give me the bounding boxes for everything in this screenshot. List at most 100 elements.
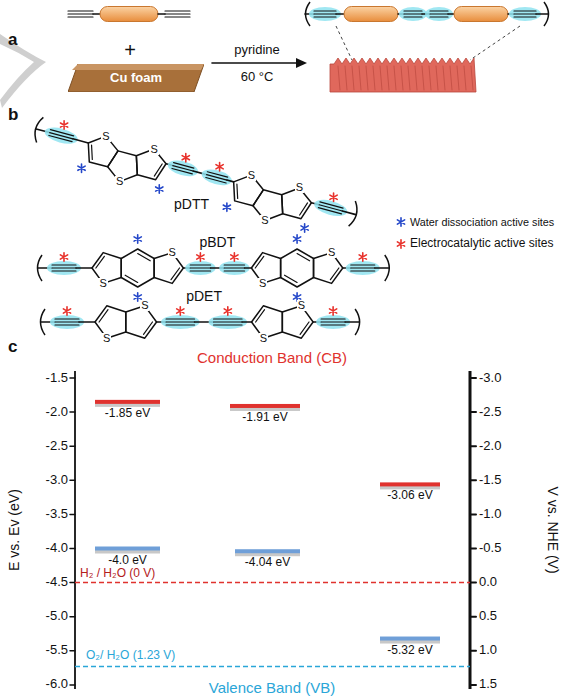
triple-bond: [190, 264, 210, 265]
axis-tick: [70, 548, 75, 550]
sulfur-atom: S: [260, 215, 269, 226]
ring-bonds: [121, 249, 154, 287]
ring-bonds: [281, 249, 314, 287]
triple-bond: [50, 130, 73, 136]
double-bond: [255, 256, 263, 268]
foam-texture: [408, 66, 410, 90]
panel-b-art: [35, 117, 405, 338]
sulfur-atom: S: [295, 182, 304, 193]
sulfur-atom: S: [258, 278, 267, 289]
cu-foam-slab: Cu foam: [68, 64, 204, 92]
triple-bond: [173, 166, 193, 171]
sulfur-atom: S: [247, 170, 256, 181]
bond: [242, 321, 252, 323]
sulfur-atom: S: [149, 144, 158, 155]
triple-bond: [207, 175, 227, 180]
leader-line: [336, 26, 352, 60]
energy-value: -5.32 eV: [387, 644, 432, 658]
catalytic-site-star: [60, 121, 67, 129]
sulfur-atom: S: [297, 300, 306, 311]
triple-bond: [55, 324, 79, 325]
band-title: Conduction Band (CB): [197, 349, 347, 366]
tick-label: -2.0: [46, 405, 68, 420]
double-bond: [91, 145, 93, 159]
sulfur-atom: S: [102, 333, 111, 344]
decorative-chevron: [0, 34, 46, 108]
bond: [345, 321, 359, 323]
triple-bond: [172, 168, 192, 173]
triple-bond: [404, 10, 422, 11]
bracket: [544, 2, 549, 26]
water-site-star: [78, 164, 85, 172]
triple-bond: [190, 267, 210, 268]
triple-bond: [351, 264, 375, 265]
legend-text: Electrocatalytic active sites: [410, 237, 553, 251]
slab-top: [72, 64, 204, 70]
coated-foam: [330, 58, 476, 92]
triple-bond: [165, 16, 190, 17]
bond: [536, 13, 548, 15]
band-level: [235, 549, 300, 553]
triple-bond: [206, 178, 226, 183]
foam-texture: [366, 66, 368, 90]
axis-tick: [470, 445, 476, 447]
energy-value: -4.04 eV: [245, 556, 290, 570]
redox-level-label: H₂ / H₂O (0 V): [80, 567, 155, 581]
reaction-condition: 60 °C: [241, 70, 274, 85]
redox-level-line: [75, 666, 470, 668]
bond: [73, 139, 88, 143]
axis-tick: [470, 582, 476, 584]
aromatic-core: [100, 7, 158, 22]
foam-texture: [422, 66, 424, 90]
foam-texture: [338, 66, 340, 90]
triple-bond: [166, 321, 195, 322]
axis-tick: [470, 650, 476, 652]
sulfur-atom: S: [259, 333, 268, 344]
catalytic-site-star: [60, 253, 67, 261]
polymer-chain: [41, 306, 360, 338]
triple-bond: [68, 16, 93, 17]
double-bond: [144, 322, 153, 334]
legend-star: [397, 218, 404, 226]
triple-bond: [52, 264, 76, 265]
tick-label: -2.5: [46, 439, 68, 454]
triple-bond: [321, 321, 345, 322]
tick-label: -0.5: [479, 541, 501, 556]
catalytic-site-star: [63, 307, 70, 315]
double-bond: [125, 275, 138, 282]
energy-value: -4.0 eV: [108, 554, 147, 568]
foam-texture: [359, 66, 361, 90]
bond: [227, 180, 234, 182]
tick-label: -3.0: [479, 371, 501, 386]
aromatic-core: [344, 7, 398, 22]
double-bond: [171, 268, 179, 280]
double-bond: [285, 275, 298, 282]
bond: [375, 267, 389, 269]
triple-bond: [320, 202, 343, 208]
double-bond: [256, 310, 265, 322]
triple-bond: [174, 163, 194, 168]
tick-label: -1.0: [479, 507, 501, 522]
bond: [76, 267, 92, 269]
triple-bond: [165, 10, 190, 11]
triple-bond: [55, 321, 79, 322]
catalytic-site-star: [197, 253, 204, 261]
bond: [448, 13, 454, 15]
foam-texture: [394, 66, 396, 90]
triple-bond: [214, 321, 243, 322]
triple-bond: [207, 172, 227, 177]
foam-texture: [380, 66, 382, 90]
triple-bond: [314, 16, 336, 17]
triple-bond: [514, 16, 536, 17]
double-bond: [236, 184, 238, 198]
triple-bond: [321, 324, 345, 325]
water-site-star: [156, 185, 163, 193]
tick-label: 1.0: [479, 643, 497, 658]
energy-value: -1.85 eV: [105, 407, 150, 421]
axis-tick: [470, 411, 476, 413]
band-level: [230, 404, 300, 408]
legend-text: Water dissociation active sites: [410, 216, 554, 228]
triple-bond: [49, 135, 72, 141]
band-title: Valence Band (VB): [209, 679, 335, 696]
